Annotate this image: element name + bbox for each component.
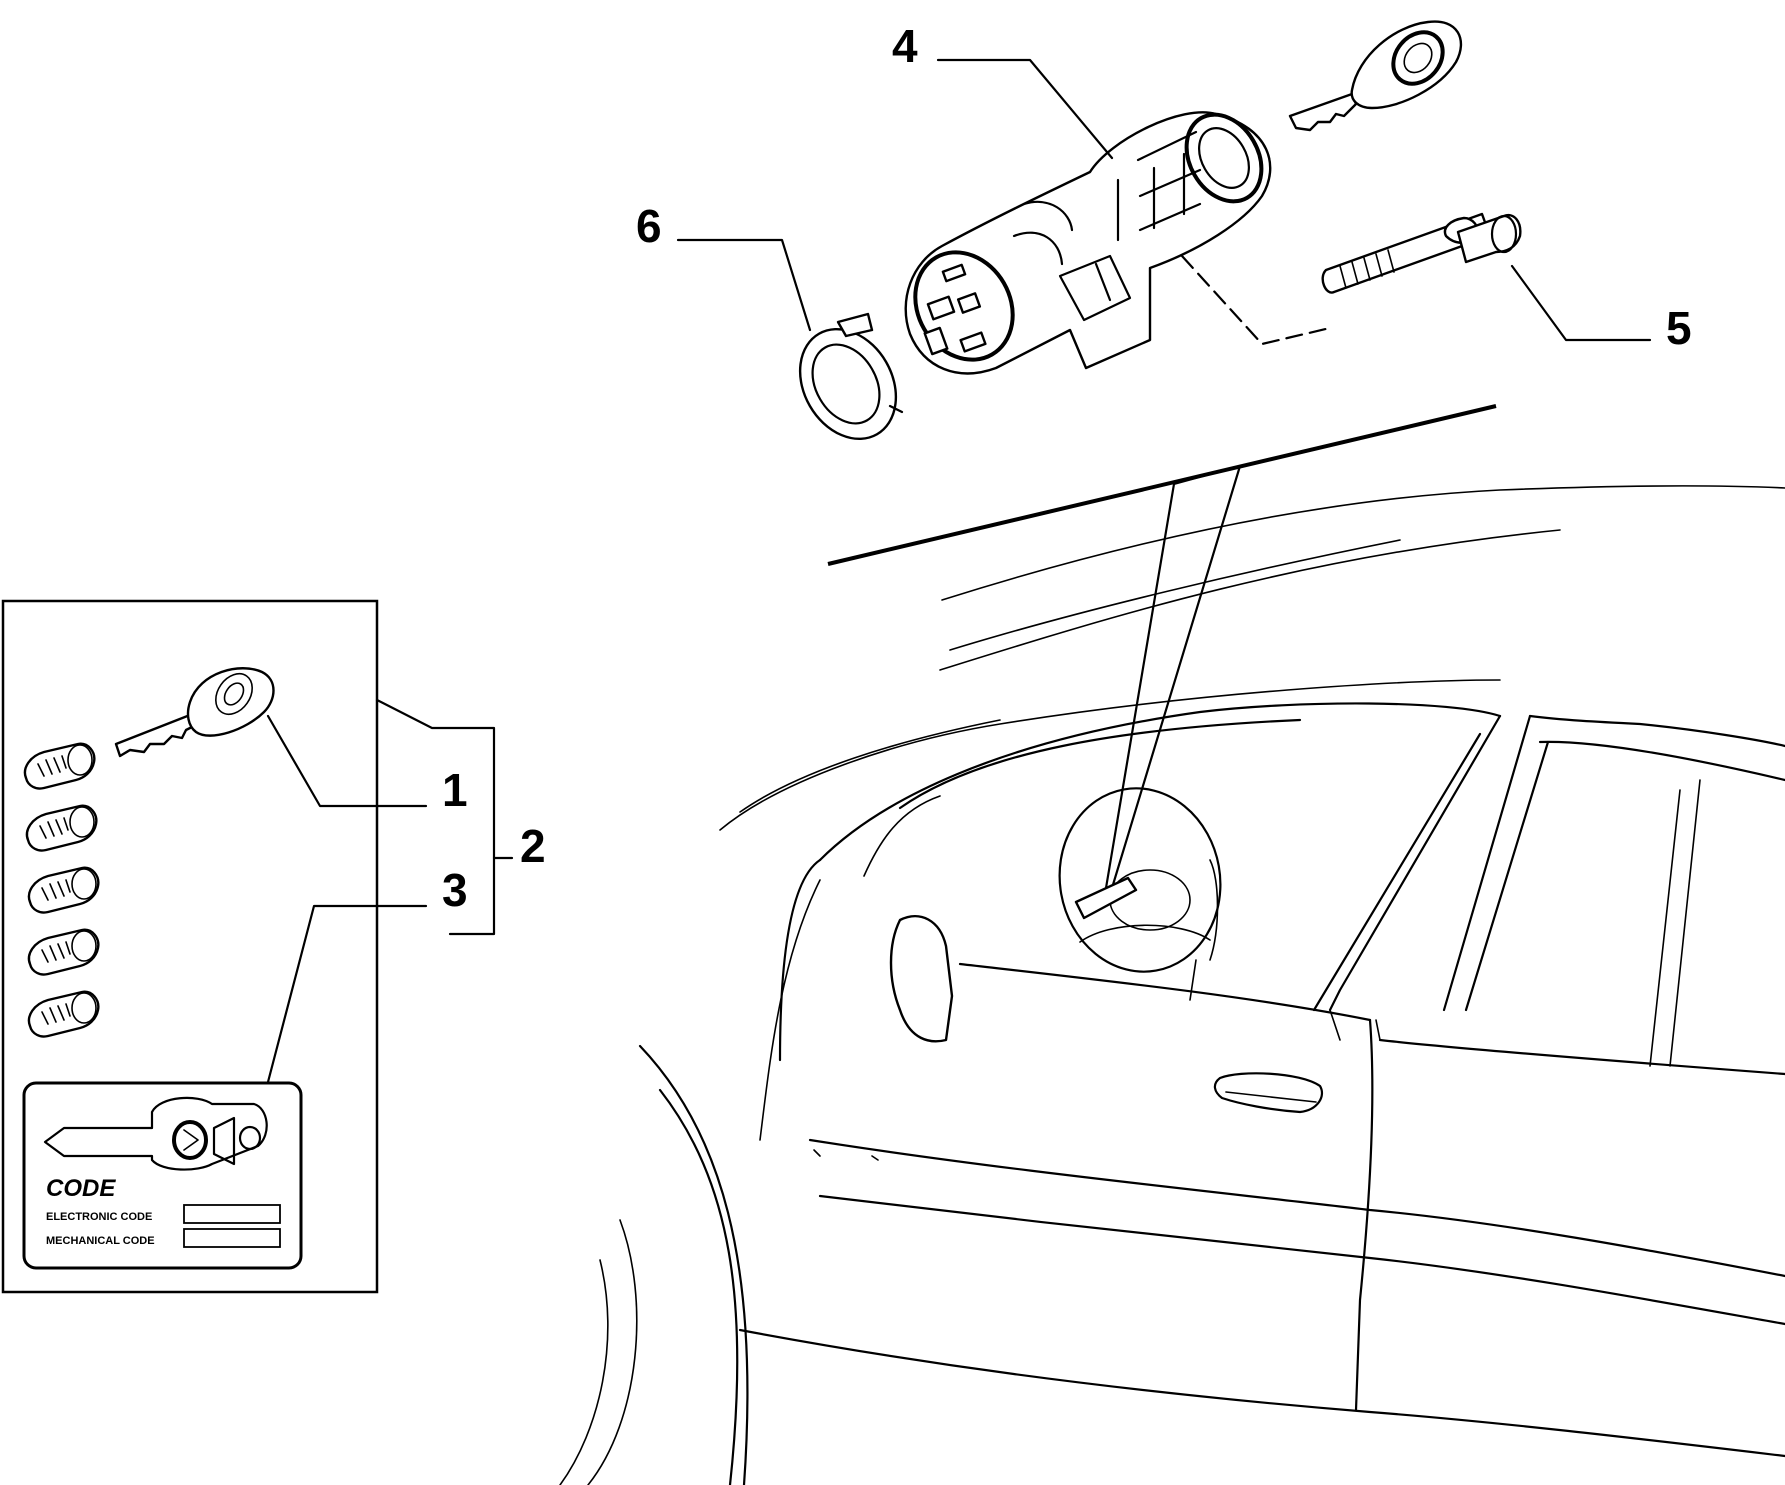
lock-barrel-icon [27, 990, 100, 1038]
leader-line-5 [1510, 264, 1652, 342]
code-card: FIAT CODE ELECTRONIC CODE MECHANICAL COD… [22, 1081, 303, 1270]
leader-line-6 [676, 238, 812, 332]
lock-barrel-icon [25, 804, 98, 852]
leader-line-1 [266, 714, 428, 808]
callout-3: 3 [442, 864, 468, 916]
electronic-code-field [183, 1204, 281, 1224]
key-outline-icon [43, 1096, 268, 1171]
bracket-2 [375, 698, 496, 936]
retaining-ring [798, 312, 904, 441]
leader-line-3 [266, 904, 428, 1084]
callout-6: 6 [636, 200, 662, 252]
lock-barrel-icon [23, 742, 96, 790]
callout-4: 4 [892, 20, 918, 72]
screw-bolt [1321, 212, 1522, 294]
lock-barrels [23, 742, 100, 1038]
kit-key-icon [114, 667, 275, 758]
callout-2: 2 [520, 820, 546, 872]
ignition-key-icon [1288, 20, 1462, 132]
leader-line-4 [936, 58, 1114, 160]
kit-box [1, 599, 379, 1294]
callout-1: 1 [442, 764, 468, 816]
car-outline [559, 404, 1785, 1485]
lock-barrel-icon [27, 928, 100, 976]
ignition-lock-body [904, 111, 1272, 375]
fiat-logo-text: FIAT [64, 1101, 102, 1117]
mechanical-code-field [183, 1228, 281, 1248]
callout-5: 5 [1666, 302, 1692, 354]
code-title: CODE [46, 1175, 116, 1202]
electronic-code-label: ELECTRONIC CODE [46, 1211, 152, 1223]
mechanical-code-label: MECHANICAL CODE [46, 1235, 155, 1247]
lock-barrel-icon [27, 866, 100, 914]
